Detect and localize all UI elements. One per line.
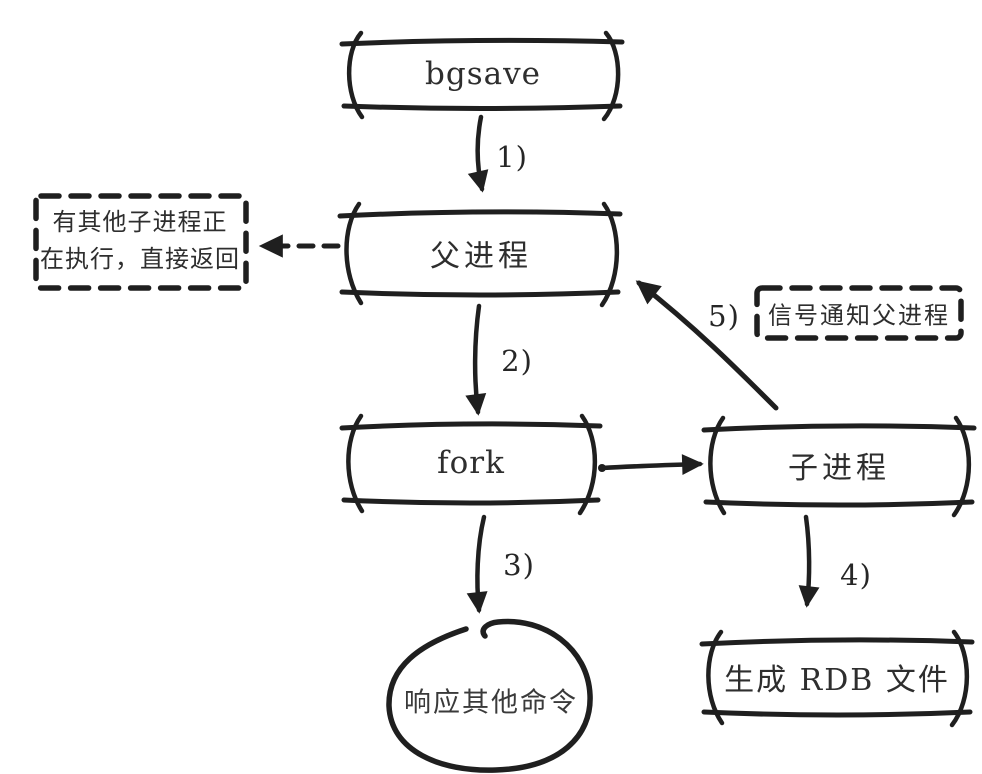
arrow-step1 (467, 114, 489, 193)
bgsave-node-label: bgsave (425, 56, 541, 92)
fork-node-border (339, 413, 603, 516)
respond-other-commands-circle (386, 618, 593, 773)
arrow-step4 (798, 514, 820, 608)
step-5-label: 5) (708, 299, 740, 333)
respond-other-commands-label: 响应其他命令 (404, 687, 578, 719)
early-return-note-line2: 在执行，直接返回 (40, 245, 240, 273)
bgsave-node-border (339, 30, 625, 122)
arrow-step5 (635, 280, 779, 411)
signal-notify-note: 信号通知父进程 (768, 301, 950, 330)
parent-process-node-border (337, 201, 623, 308)
generate-rdb-node-border (699, 629, 975, 728)
signal-notify-note-border (754, 285, 964, 341)
step-2-label: 2) (501, 344, 533, 378)
arrow-step2 (465, 303, 487, 416)
parent-process-node-label: 父进程 (430, 239, 532, 274)
fork-node-label: fork (437, 445, 505, 481)
child-process-node-label: 子进程 (788, 451, 890, 486)
arrow-step3 (466, 514, 488, 614)
early-return-note-line1: 有其他子进程正 (52, 207, 228, 236)
early-return-note-border (33, 193, 249, 291)
generate-rdb-node-label: 生成 RDB 文件 (724, 663, 950, 698)
child-process-node-border (701, 415, 977, 518)
early-return-note: 有其他子进程正 在执行，直接返回 (40, 204, 240, 278)
step-3-label: 3) (503, 548, 535, 582)
arrow-fork-child (599, 454, 704, 476)
step-4-label: 4) (840, 558, 872, 592)
step-1-label: 1) (496, 140, 528, 174)
